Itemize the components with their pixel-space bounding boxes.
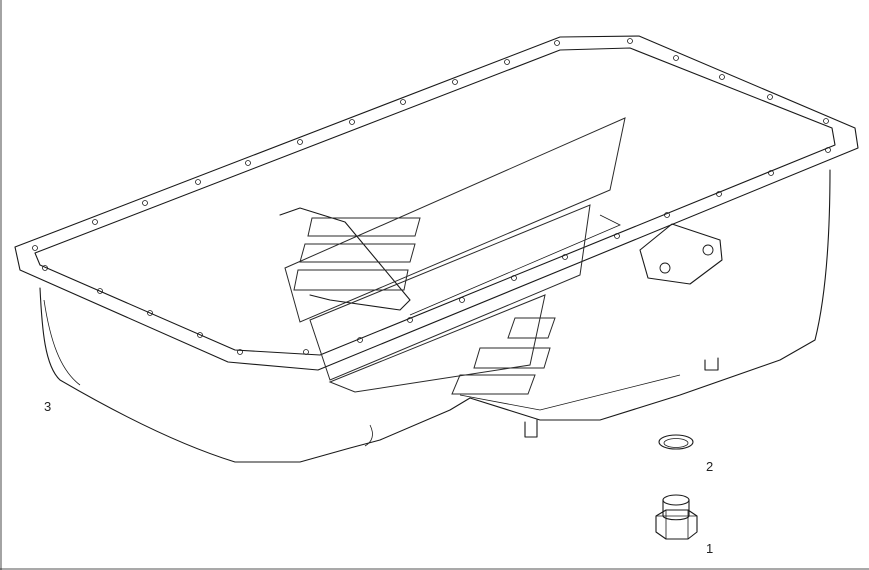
pan-body-outline [39, 169, 831, 463]
watermark-stripe [293, 269, 409, 291]
watermark-stripe [507, 317, 556, 339]
watermark-lower-wing [328, 294, 546, 393]
cover-bolt-icon [702, 244, 714, 256]
part-number-2: 2 [706, 459, 714, 474]
drain-plug-icon [655, 494, 698, 540]
pan-foot-right [704, 357, 719, 371]
watermark-stripe [473, 347, 551, 369]
watermark-logo [284, 117, 626, 395]
sealing-ring-icon [658, 434, 694, 450]
cover-bolt-icon [659, 262, 671, 274]
flange-inner-edge [34, 47, 836, 356]
pan-foot-left [524, 419, 538, 438]
side-cover-plate [639, 223, 723, 285]
watermark-middle-wing [309, 204, 591, 381]
part-number-3: 3 [44, 399, 52, 414]
oil-pan-icon [14, 35, 859, 463]
sump-recess-edge [459, 374, 681, 411]
flange-outer-edge [14, 35, 859, 371]
watermark-stripe [451, 374, 536, 395]
watermark-stripe [299, 243, 416, 263]
watermark-stripe [307, 217, 421, 237]
flange-bolt-holes [32, 38, 831, 355]
internal-baffle [279, 207, 411, 311]
watermark-upper-wing [284, 117, 626, 323]
internal-rib [409, 214, 621, 316]
part-number-1: 1 [706, 541, 714, 556]
pan-dimple [364, 424, 373, 447]
pan-corner-shade [43, 299, 81, 386]
